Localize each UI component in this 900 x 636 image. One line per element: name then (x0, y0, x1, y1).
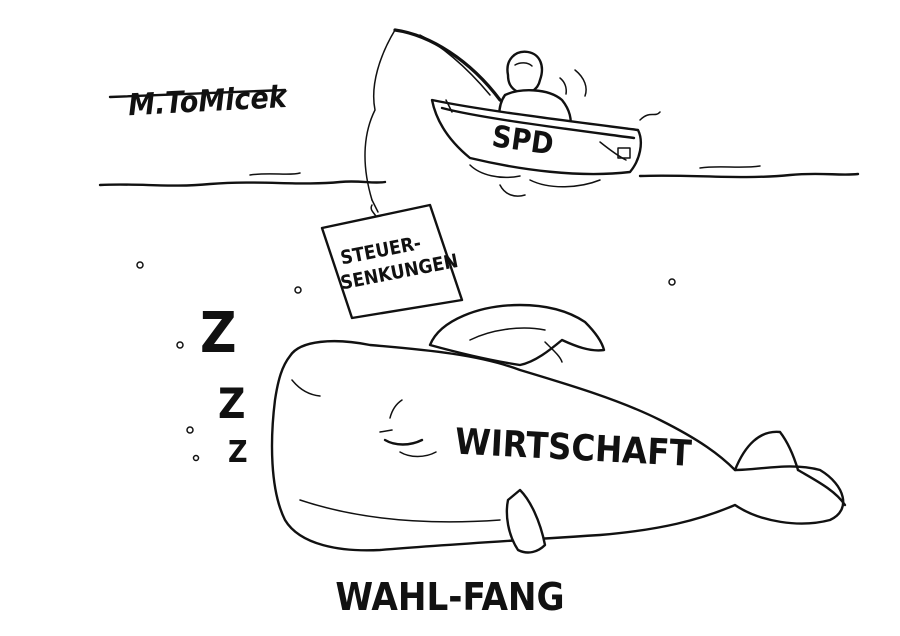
snore-z-large: Z (200, 301, 237, 366)
bait-sign: STEUER- SENKUNGEN (320, 203, 464, 320)
artist-signature: M.ToMicek (108, 80, 290, 123)
snore-z-small: Z (228, 435, 248, 470)
water-surface (98, 165, 860, 187)
snore-marks: Z Z Z (200, 301, 248, 470)
boat-label: SPD (490, 119, 556, 162)
caption: WAHL-FANG (335, 575, 564, 619)
sleeping-whale: WIRTSCHAFT (270, 303, 847, 554)
bubbles (136, 261, 676, 462)
snore-z-medium: Z (218, 379, 245, 428)
fishing-rod (364, 28, 502, 213)
signature-text: M.ToMicek (127, 80, 289, 123)
rowing-boat: SPD (430, 69, 661, 197)
signature-strike (108, 88, 287, 99)
